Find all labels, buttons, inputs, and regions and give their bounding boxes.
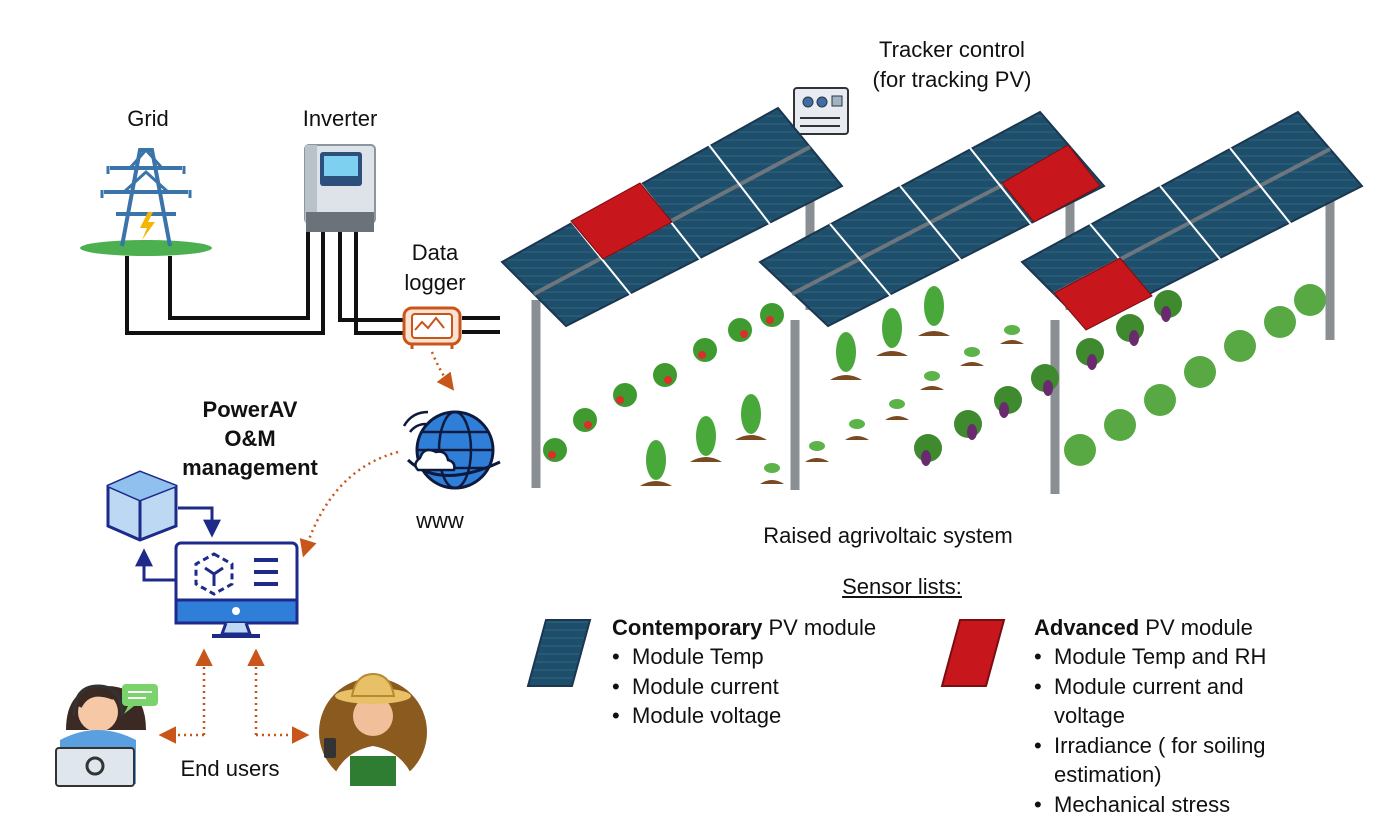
system-label: Raised agrivoltaic system (763, 523, 1013, 548)
data-logger-label-line1: Data (411, 240, 459, 265)
contemporary-name-bold: Contemporary (612, 615, 763, 640)
contemporary-swatch (526, 619, 592, 687)
list-item-continuation: estimation) (1054, 762, 1162, 787)
om-label-line1: PowerAV (202, 397, 298, 422)
list-item: Mechanical stress (1032, 790, 1266, 820)
list-item: Module voltage (610, 701, 781, 731)
list-item: Module Temp (610, 642, 781, 672)
end-users-label: End users (180, 756, 280, 781)
cube-icon (106, 470, 178, 542)
globe-wifi-icon (402, 410, 501, 490)
end-user-arrows (158, 648, 310, 744)
advanced-swatch (940, 619, 1006, 687)
farmer-icon (319, 672, 427, 786)
monitor-icon (174, 541, 299, 638)
grid-label: Grid (127, 106, 169, 131)
contemporary-name-rest: PV module (762, 615, 877, 640)
tracker-control-icon (793, 87, 849, 135)
advanced-name-rest: PV module (1139, 615, 1253, 640)
grid-tower-icon (80, 147, 212, 256)
advanced-sensor-list: Module Temp and RH Module current and vo… (1032, 642, 1266, 819)
tracker-label-line1: Tracker control (879, 37, 1025, 62)
om-label-line2: O&M (224, 426, 276, 451)
www-label: www (416, 508, 464, 533)
pv-array-3 (1020, 110, 1364, 494)
contemporary-heading: Contemporary PV module (612, 614, 876, 642)
inverter-icon (304, 144, 376, 232)
tracker-label-line2: (for tracking PV) (872, 67, 1032, 92)
list-item: Module current (610, 672, 781, 702)
crops (543, 284, 1326, 486)
sensor-lists-heading: Sensor lists: (842, 574, 962, 599)
list-item: Module Temp and RH (1032, 642, 1266, 672)
inverter-label: Inverter (302, 106, 378, 131)
data-logger-label-line2: logger (404, 270, 466, 295)
list-item: Module current and (1032, 672, 1266, 702)
list-item-continuation: voltage (1054, 703, 1125, 728)
list-item: Irradiance ( for soiling (1032, 731, 1266, 761)
data-logger-icon (402, 306, 462, 349)
wiring (125, 232, 500, 335)
contemporary-sensor-list: Module Temp Module current Module voltag… (610, 642, 781, 731)
advanced-name-bold: Advanced (1034, 615, 1140, 640)
advanced-heading: Advanced PV module (1034, 614, 1253, 642)
support-agent-icon (55, 684, 158, 787)
om-label-line3: management (182, 455, 318, 480)
